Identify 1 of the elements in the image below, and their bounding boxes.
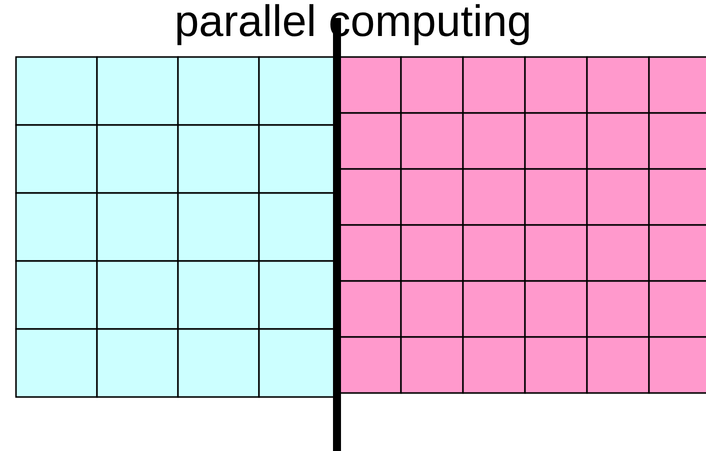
title: parallel computing: [173, 0, 533, 48]
